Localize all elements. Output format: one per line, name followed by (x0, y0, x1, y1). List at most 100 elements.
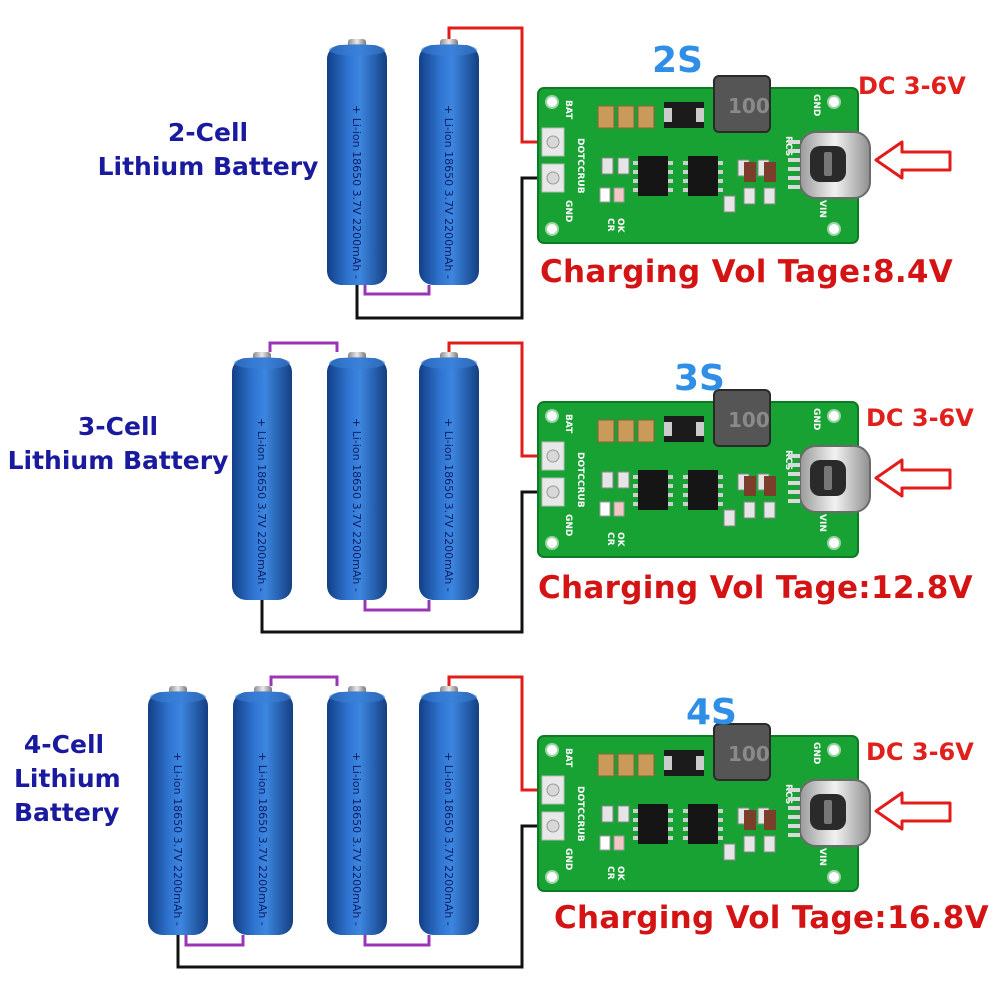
mounting-hole (827, 536, 841, 550)
silk-dotccrub: DOTCCRUB (575, 138, 585, 194)
ic-pin (683, 484, 688, 488)
ic-pin (633, 818, 638, 822)
capacitor (617, 753, 635, 777)
ic-pin (683, 818, 688, 822)
silk-rcs: RCS (783, 136, 793, 156)
battery-print: + Li-ion 18650 3.7V 2200mAh - (350, 105, 363, 279)
battery-18650: + Li-ion 18650 3.7V 2200mAh - (327, 352, 387, 600)
battery-body (419, 45, 479, 285)
ic-pin (633, 188, 638, 192)
battery-18650: + Li-ion 18650 3.7V 2200mAh - (232, 352, 292, 600)
diode-lead (696, 422, 704, 436)
silk-cr: CR (605, 218, 615, 232)
ic-pin (668, 188, 673, 192)
silk-gnd-input: GND (811, 742, 821, 764)
battery-top-rim (329, 691, 385, 703)
battery-18650: + Li-ion 18650 3.7V 2200mAh - (148, 686, 208, 935)
ic-pin (633, 827, 638, 831)
ic-pin (718, 809, 723, 813)
ic-pin (668, 827, 673, 831)
ic-pin (718, 493, 723, 497)
charging-voltage-label: Charging Vol Tage:16.8V (554, 900, 989, 936)
battery-label-line: Battery (14, 798, 120, 827)
battery-18650: + Li-ion 18650 3.7V 2200mAh - (233, 686, 293, 935)
ic-pin (633, 170, 638, 174)
diode-lead (664, 108, 672, 122)
ic-chip (688, 156, 718, 196)
battery-label-2cell: 2-Cell Lithium Battery (88, 116, 328, 184)
usb-c-pin (788, 454, 800, 458)
mounting-hole (545, 743, 559, 757)
battery-print: + Li-ion 18650 3.7V 2200mAh - (350, 418, 363, 592)
ic-pin (683, 827, 688, 831)
input-arrow-icon (874, 140, 952, 180)
battery-top-rim (421, 357, 477, 369)
ic-chip (688, 470, 718, 510)
capacitor (597, 753, 615, 777)
ic-pin (683, 188, 688, 192)
silk-cr: CR (605, 866, 615, 880)
ic-chip (688, 804, 718, 844)
ic-pin (718, 502, 723, 506)
silk-bat: BAT (563, 414, 573, 434)
resistor (763, 835, 776, 853)
ic-pin (683, 179, 688, 183)
ic-pin (633, 493, 638, 497)
ic-pin (718, 179, 723, 183)
mounting-hole (545, 409, 559, 423)
usb-c-pin (788, 185, 800, 189)
series-link-wire (184, 935, 245, 947)
ic-pin (633, 836, 638, 840)
positive-wire (447, 675, 548, 792)
battery-body (233, 692, 293, 935)
ic-pin (683, 170, 688, 174)
shunt (744, 162, 756, 182)
series-label-4s: 4S (686, 692, 737, 733)
dc-input-label: DC 3-6V (866, 738, 974, 766)
usb-c-pin (788, 797, 800, 801)
silk-gnd: GND (563, 200, 573, 222)
usb-c-pin (788, 788, 800, 792)
battery-body (327, 45, 387, 285)
led-ok (613, 501, 625, 517)
battery-print: + Li-ion 18650 3.7V 2200mAh - (442, 752, 455, 926)
ic-pin (718, 836, 723, 840)
mounting-hole (545, 870, 559, 884)
ic-pin (668, 161, 673, 165)
resistor (743, 501, 756, 519)
resistor (617, 157, 630, 175)
battery-body (419, 692, 479, 935)
diode-lead (664, 756, 672, 770)
ic-pin (718, 827, 723, 831)
mounting-hole (827, 409, 841, 423)
dc-input-label: DC 3-6V (866, 404, 974, 432)
ic-chip (638, 470, 668, 510)
usb-c-tongue (824, 466, 832, 490)
battery-top-rim (329, 44, 385, 56)
battery-18650: + Li-ion 18650 3.7V 2200mAh - (419, 686, 479, 935)
charging-voltage-label: Charging Vol Tage:8.4V (540, 254, 954, 290)
negative-wire (260, 490, 548, 634)
resistor (617, 471, 630, 489)
battery-top-rim (421, 44, 477, 56)
ic-pin (633, 475, 638, 479)
ic-pin (668, 484, 673, 488)
battery-top-rim (329, 357, 385, 369)
diode-lead (696, 756, 704, 770)
capacitor (637, 753, 655, 777)
silk-rcs: RCS (783, 784, 793, 804)
series-link-wire (363, 600, 431, 612)
positive-wire (447, 341, 548, 458)
battery-body (327, 358, 387, 600)
inductor-marking: 100 (728, 94, 770, 118)
ic-pin (683, 161, 688, 165)
ic-pin (683, 809, 688, 813)
mounting-hole (827, 95, 841, 109)
capacitor (637, 419, 655, 443)
mounting-hole (545, 536, 559, 550)
mounting-hole (545, 95, 559, 109)
silk-ok: OK (615, 218, 625, 234)
ic-pin (668, 836, 673, 840)
silk-bat: BAT (563, 748, 573, 768)
